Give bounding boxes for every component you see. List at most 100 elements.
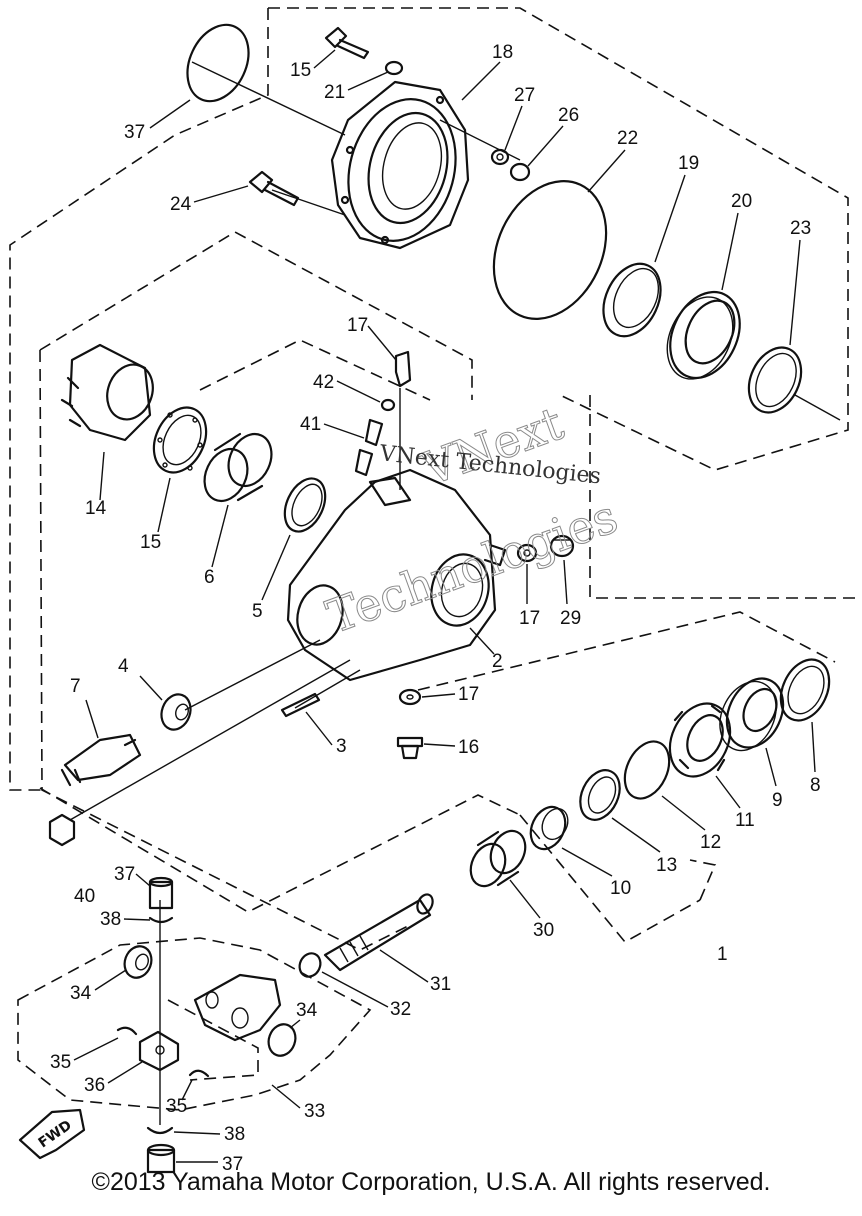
part-28-washer xyxy=(490,148,510,166)
callout-22: 22 xyxy=(617,128,638,149)
callout-16: 16 xyxy=(458,737,479,758)
callout-39: 37 xyxy=(124,122,145,143)
part-20-shim xyxy=(602,262,662,338)
part-27-plug xyxy=(509,162,531,182)
part-11-gear xyxy=(668,702,732,778)
part-14-joint-yoke xyxy=(60,343,154,442)
callout-12: 12 xyxy=(700,832,721,853)
callout-7: 7 xyxy=(70,676,81,697)
callout-35-right: 35 xyxy=(166,1096,187,1117)
part-33-yoke xyxy=(193,973,282,1042)
part-35-circlip-left xyxy=(116,1026,138,1036)
part-26-bolt xyxy=(248,170,300,207)
callout-15: 15 xyxy=(140,532,161,553)
part-8-shim xyxy=(779,658,831,722)
leader-lines xyxy=(69,61,841,1125)
callout-18: 17 xyxy=(347,315,368,336)
part-4-damper xyxy=(160,693,192,731)
group-outlines xyxy=(9,7,860,1111)
callout-19: 18 xyxy=(492,42,513,63)
part-13-shim xyxy=(579,769,621,821)
callout-36: 36 xyxy=(84,1075,105,1096)
callout-34-right: 34 xyxy=(296,1000,318,1021)
callout-38-lower: 38 xyxy=(224,1124,245,1145)
callout-14: 14 xyxy=(85,498,107,519)
part-37-cap-lower xyxy=(146,1143,176,1174)
part-22-o-ring xyxy=(492,180,608,320)
callout-23: 23 xyxy=(790,218,811,239)
callout-41: 41 xyxy=(300,414,321,435)
part-38-circlip-lower xyxy=(146,1126,174,1135)
callout-31: 31 xyxy=(430,974,451,995)
part-39-o-ring xyxy=(186,23,250,103)
fwd-arrow-icon: FWD xyxy=(18,1108,86,1160)
part-5-shim xyxy=(283,477,327,533)
callout-37-lower: 37 xyxy=(222,1154,243,1175)
part-18-breather xyxy=(394,350,412,388)
part-38-circlip-upper xyxy=(148,916,174,924)
part-3-dowel-pin xyxy=(280,692,321,718)
callout-37-upper: 37 xyxy=(114,864,135,885)
part-12-o-ring xyxy=(623,740,671,800)
part-30-collar xyxy=(469,829,527,888)
callout-25: 21 xyxy=(324,82,345,103)
part-29-plug xyxy=(549,534,575,558)
part-41-pin xyxy=(354,418,384,477)
part-34-bearing-left xyxy=(123,945,153,979)
part-25-washer xyxy=(384,60,404,76)
callout-35-left: 35 xyxy=(50,1052,71,1073)
part-10-collar xyxy=(529,805,569,851)
part-34-bearing-right xyxy=(267,1023,297,1057)
part-21-oil-seal xyxy=(666,290,741,380)
callout-13: 13 xyxy=(656,855,677,876)
callout-21: 20 xyxy=(731,191,752,212)
callout-6: 6 xyxy=(204,567,215,588)
callout-17: 17 xyxy=(519,608,540,629)
callout-32: 32 xyxy=(390,999,411,1020)
part-36-spider xyxy=(138,1030,180,1072)
callout-4: 4 xyxy=(118,656,129,677)
part-31-drive-shaft xyxy=(323,893,434,972)
callout-10: 10 xyxy=(610,878,631,899)
part-35-circlip-right xyxy=(188,1069,210,1078)
part-16-drain-bolt xyxy=(396,736,424,760)
callout-20: 19 xyxy=(678,153,699,174)
copyright-notice: ©2013 Yamaha Motor Corporation, U.S.A. A… xyxy=(91,1168,771,1196)
part-19-housing-flange xyxy=(330,80,470,250)
callout-26: 24 xyxy=(170,194,192,215)
callout-28: 27 xyxy=(514,85,535,106)
part-6-bearing xyxy=(203,432,273,502)
part-17-gasket-lower xyxy=(398,688,422,706)
part-15-bearing xyxy=(152,406,208,474)
callout-30: 30 xyxy=(533,920,554,941)
part-9-bearing xyxy=(719,677,785,752)
callout-9: 9 xyxy=(772,790,783,811)
part-37-cap-upper xyxy=(148,876,174,910)
callout-33: 33 xyxy=(304,1101,325,1122)
callout-2: 2 xyxy=(492,651,503,672)
part-17-gasket xyxy=(516,543,538,563)
callout-27: 26 xyxy=(558,105,579,126)
callout-labels: 37 15 21 18 27 26 22 19 20 23 24 17 42 4… xyxy=(50,42,821,1175)
callout-8: 8 xyxy=(810,775,821,796)
callout-1: 1 xyxy=(717,944,728,965)
callout-40: 40 xyxy=(74,886,95,907)
part-42-pin xyxy=(380,398,396,412)
callout-34-left: 34 xyxy=(70,983,92,1004)
callout-17-lower: 17 xyxy=(458,684,479,705)
part-2-gear-case xyxy=(286,468,507,682)
callout-24: 15 xyxy=(290,60,311,81)
callout-29: 29 xyxy=(560,608,581,629)
part-40-nut xyxy=(48,813,76,847)
part-32-circlip xyxy=(298,952,322,978)
callout-3: 3 xyxy=(336,736,347,757)
part-7-sensor xyxy=(60,733,142,787)
callout-38-upper: 38 xyxy=(100,909,121,930)
watermark: VNext Technologies VNext Technologies xyxy=(319,395,625,644)
callout-11: 11 xyxy=(735,810,755,831)
part-24-bolt xyxy=(324,26,370,60)
part-23-circlip xyxy=(747,346,803,414)
callout-5: 5 xyxy=(252,601,263,622)
callout-42: 42 xyxy=(313,372,334,393)
